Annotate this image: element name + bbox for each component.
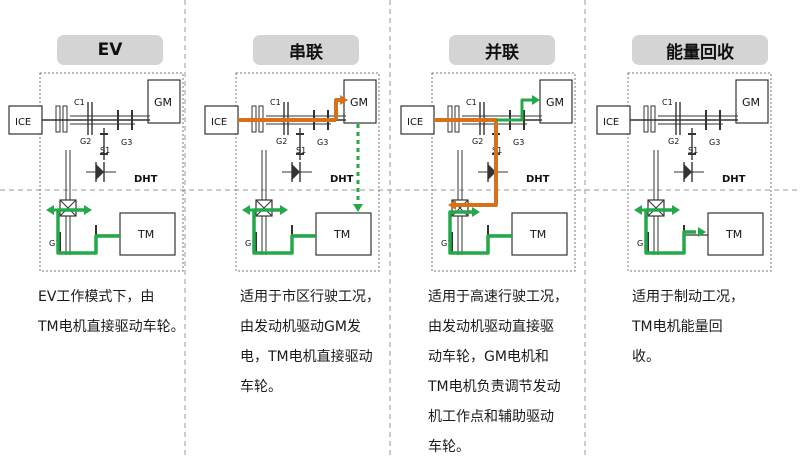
engine-flow-arrow xyxy=(448,200,456,210)
engine-flow xyxy=(434,118,498,207)
damper-disc xyxy=(650,105,656,133)
electric-flow-arrow xyxy=(472,207,480,217)
gm-block xyxy=(735,79,769,124)
c1-label: C1 xyxy=(270,98,281,107)
dht-frame xyxy=(235,72,380,272)
ice-label: ICE xyxy=(603,117,619,128)
dht-label: DHT xyxy=(134,174,158,185)
g1-label: G1 xyxy=(49,239,60,248)
tm-label: TM xyxy=(725,228,742,241)
tm-label: TM xyxy=(529,228,546,241)
g1-label: G1 xyxy=(637,239,648,248)
mode-description-parallel: 适用于高速行驶工况， 由发动机驱动直接驱 动车轮，GM电机和 TM电机负责调节发… xyxy=(428,289,568,455)
recovery-flow-arrow xyxy=(698,227,706,237)
electric-flow-arrow xyxy=(532,95,540,105)
g3-label: G3 xyxy=(513,138,524,147)
tm-block xyxy=(707,212,764,256)
electric-flow xyxy=(56,208,120,255)
g3-label: G3 xyxy=(317,138,328,147)
c1-label: C1 xyxy=(662,98,673,107)
tm-label: TM xyxy=(137,228,154,241)
power-flow-series xyxy=(238,95,363,255)
gm-block xyxy=(343,79,377,124)
ice-block xyxy=(8,105,43,135)
g3-label: G3 xyxy=(121,138,132,147)
ice-block xyxy=(400,105,435,135)
tm-block xyxy=(119,212,176,256)
mode-title-energy-recovery: 能量回收 xyxy=(632,35,768,65)
power-flow-ev xyxy=(46,205,120,255)
electric-flow xyxy=(448,210,512,255)
damper-disc xyxy=(55,105,61,133)
dht-frame xyxy=(431,72,576,272)
engine-flow xyxy=(334,98,342,120)
gm-label: GM xyxy=(546,96,564,109)
tm-block xyxy=(511,212,568,256)
gm-label: GM xyxy=(154,96,172,109)
electric-flow-arrow xyxy=(242,205,250,215)
dht-frame xyxy=(39,72,184,272)
dht-label: DHT xyxy=(722,174,746,185)
recovery-flow-arrow xyxy=(672,205,680,215)
tm-label: TM xyxy=(333,228,350,241)
electric-flow-arrow xyxy=(84,205,92,215)
damper-disc xyxy=(643,105,649,133)
gm-block xyxy=(147,79,181,124)
damper-disc xyxy=(62,105,68,133)
s1-label: S1 xyxy=(296,146,306,155)
mode-title-ev: EV xyxy=(57,35,163,65)
power-flow-parallel xyxy=(434,95,540,255)
dht-frame xyxy=(627,72,772,272)
g2-label: G2 xyxy=(472,137,483,146)
c1-label: C1 xyxy=(74,98,85,107)
differential xyxy=(59,199,77,217)
s1-label: S1 xyxy=(100,146,110,155)
tm-block xyxy=(315,212,372,256)
c1-label: C1 xyxy=(466,98,477,107)
g1-label: G1 xyxy=(245,239,256,248)
g2-label: G2 xyxy=(668,137,679,146)
mode-description-ev: EV工作模式下，由 TM电机直接驱动车轮。 xyxy=(38,289,185,335)
s1-label: S1 xyxy=(688,146,698,155)
engine-flow-arrow xyxy=(340,95,348,105)
electric-flow-arrow xyxy=(353,204,363,212)
power-flow-recovery xyxy=(634,205,706,255)
g2-label: G2 xyxy=(80,137,91,146)
mode-description-series: 适用于市区行驶工况， 由发动机驱动GM发 电，TM电机直接驱动 车轮。 xyxy=(240,289,380,395)
differential xyxy=(255,199,273,217)
ice-label: ICE xyxy=(407,117,423,128)
mode-description-energy-recovery: 适用于制动工况， TM电机能量回 收。 xyxy=(632,289,744,365)
mode-title-parallel: 并联 xyxy=(449,35,555,65)
recovery-flow xyxy=(644,208,696,255)
g2-label: G2 xyxy=(276,137,287,146)
gm-block xyxy=(539,79,573,124)
dht-label: DHT xyxy=(330,174,354,185)
ice-label: ICE xyxy=(211,117,227,128)
g1-label: G1 xyxy=(441,239,452,248)
mode-title-series: 串联 xyxy=(253,35,359,65)
dht-label: DHT xyxy=(526,174,550,185)
recovery-flow-arrow xyxy=(634,205,642,215)
electric-flow xyxy=(252,208,316,255)
electric-flow-arrow xyxy=(280,205,288,215)
differential xyxy=(647,199,665,217)
gm-label: GM xyxy=(742,96,760,109)
electric-flow-arrow xyxy=(46,205,54,215)
g3-label: G3 xyxy=(709,138,720,147)
ice-label: ICE xyxy=(15,117,31,128)
electric-flow xyxy=(496,98,532,122)
gm-label: GM xyxy=(350,96,368,109)
